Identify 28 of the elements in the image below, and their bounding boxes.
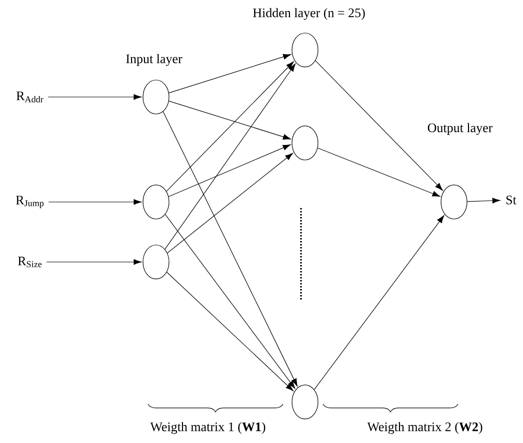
input-label: R$_{Addr}$ [16, 92, 44, 102]
neuron-circle [292, 32, 318, 68]
input-label: R$_{Jump}$ [16, 196, 44, 208]
neuron-circle [292, 126, 318, 160]
arrow [166, 61, 294, 192]
output-label: St [506, 196, 516, 204]
arrow [168, 54, 292, 94]
neuron-circle [440, 184, 468, 220]
neuron-circle [142, 80, 170, 114]
neuron-circle [142, 244, 170, 280]
arrow [162, 111, 298, 386]
neuron-circle [292, 384, 318, 420]
arrow [166, 272, 294, 392]
arrow [46, 259, 142, 265]
arrow [167, 152, 294, 254]
arrow [48, 199, 142, 205]
arrow [164, 214, 296, 389]
arrow [48, 94, 142, 100]
arrow [314, 215, 444, 390]
neuron-circle [142, 184, 170, 220]
matrix-label: Weigth matrix 2 (W2) [367, 422, 482, 434]
arrow [168, 144, 291, 197]
input-label: R$_{Size}$ [18, 256, 42, 268]
arrow [164, 64, 296, 250]
arrow [168, 100, 291, 140]
arrow [317, 148, 440, 197]
arrow [315, 60, 443, 191]
arrow [467, 198, 500, 204]
